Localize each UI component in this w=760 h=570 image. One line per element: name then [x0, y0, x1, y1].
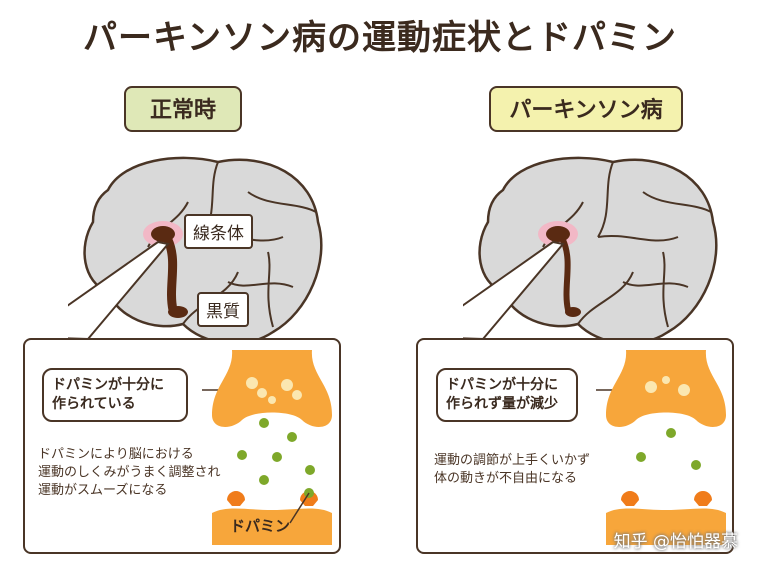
- normal-desc-line-1: ドパミンにより脳における: [38, 447, 194, 462]
- parkinson-speech-bubble: ドパミンが十分に 作られず量が減少: [436, 368, 578, 422]
- page-title: パーキンソン病の運動症状とドパミン: [83, 18, 677, 58]
- normal-bubble-line-2: 作られている: [52, 396, 136, 412]
- substantia-nigra-label: 黒質: [197, 292, 249, 327]
- parkinson-desc-line-2: 体の動きが不自由になる: [434, 471, 578, 486]
- parkinson-description: 運動の調節が上手くいかず 体の動きが不自由になる: [434, 452, 590, 488]
- parkinson-bubble-line-2: 作られず量が減少: [446, 396, 558, 412]
- normal-description: ドパミンにより脳における 運動のしくみがうまく調整され 運動がスムーズになる: [38, 446, 221, 500]
- normal-speech-bubble: ドパミンが十分に 作られている: [42, 368, 188, 422]
- synapse-parkinson: [596, 350, 726, 545]
- dopamine-label: ドパミン: [230, 517, 291, 535]
- synapse-normal: [202, 350, 332, 545]
- parkinson-state-header: パーキンソン病: [489, 86, 683, 132]
- brain-illustration-parkinson: [463, 156, 718, 345]
- normal-bubble-line-1: ドパミンが十分に: [52, 377, 164, 393]
- parkinson-desc-line-1: 運動の調節が上手くいかず: [434, 453, 591, 468]
- brain-illustration-normal: [68, 156, 323, 345]
- parkinson-bubble-line-1: ドパミンが十分に: [446, 377, 558, 393]
- normal-desc-line-2: 運動のしくみがうまく調整され: [38, 465, 221, 480]
- normal-desc-line-3: 運動がスムーズになる: [38, 483, 168, 498]
- normal-state-header: 正常時: [124, 86, 242, 132]
- striatum-label: 線条体: [184, 214, 253, 249]
- watermark: 知乎 @怡怕器慕: [613, 532, 738, 552]
